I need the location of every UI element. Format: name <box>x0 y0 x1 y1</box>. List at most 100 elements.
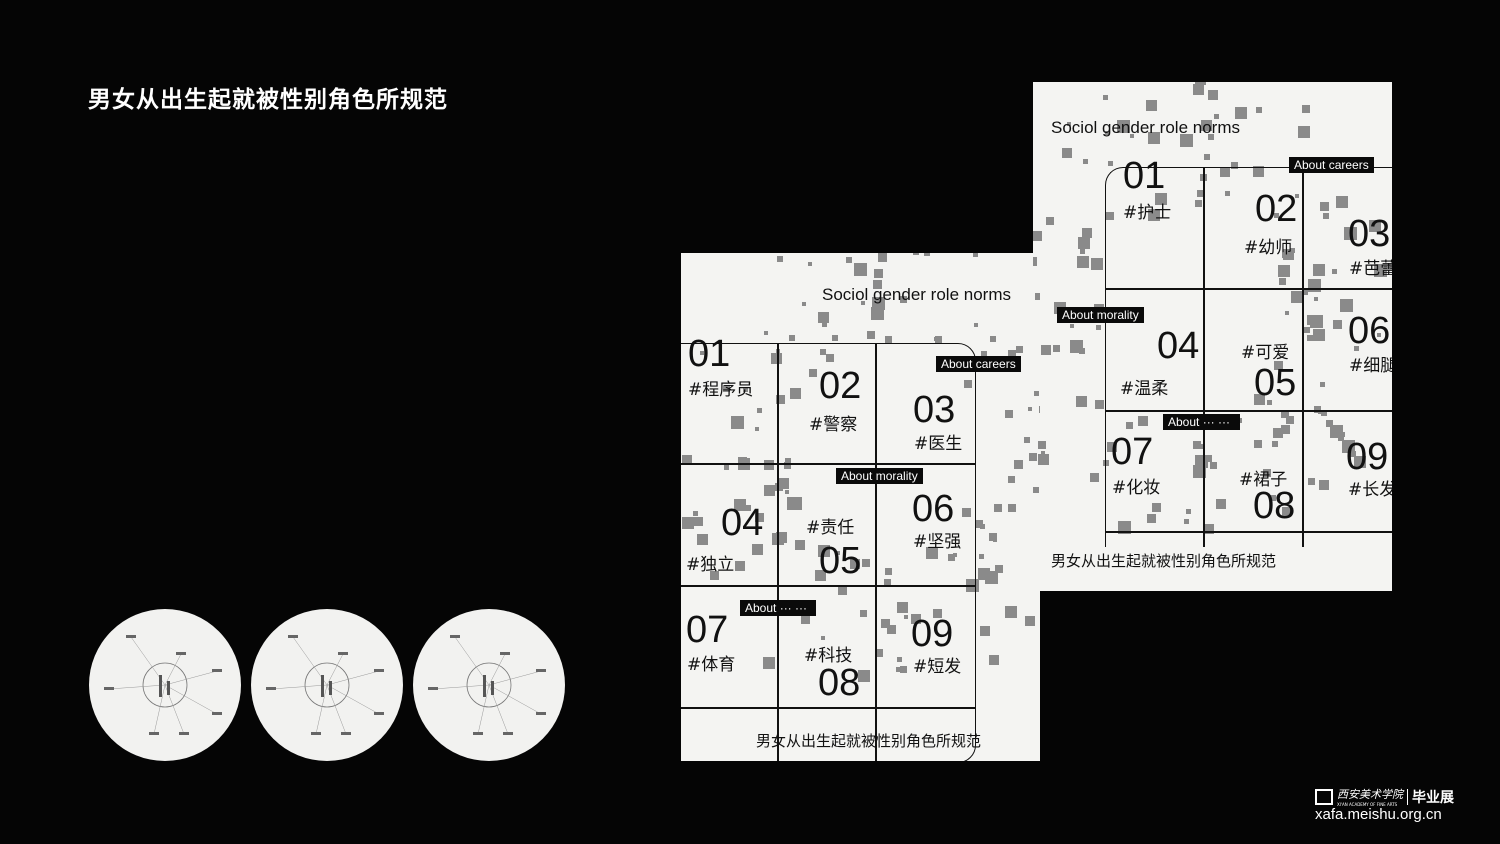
pixel-texture <box>835 550 840 555</box>
pixel-texture <box>1314 296 1319 301</box>
pixel-texture <box>1145 100 1157 112</box>
pixel-texture <box>745 505 752 512</box>
pixel-texture <box>783 461 791 469</box>
pixel-texture <box>1281 424 1291 434</box>
pixel-texture <box>1016 346 1024 354</box>
cell-number: 03 <box>913 389 956 431</box>
school-logo: 西安美术学院 XI'AN ACADEMY OF FINE ARTS 毕业展 xa… <box>1315 786 1454 823</box>
pixel-texture <box>884 568 892 576</box>
pixel-texture <box>1374 264 1388 278</box>
mindmap-icon <box>104 635 222 735</box>
pixel-texture <box>826 353 835 362</box>
cell-number: 02 <box>819 365 862 407</box>
pixel-texture <box>896 667 902 673</box>
pixel-texture <box>1308 478 1316 486</box>
pixel-texture <box>1032 486 1039 493</box>
norms-grid <box>1105 167 1392 547</box>
pixel-texture <box>1103 95 1109 101</box>
pixel-texture <box>910 613 921 624</box>
card-heading: Sociol gender role norms <box>822 285 1011 304</box>
pixel-texture <box>822 322 828 328</box>
cell-tag: #程序员 <box>688 380 754 400</box>
pixel-texture <box>1148 208 1161 221</box>
label-careers: About careers <box>936 356 1021 372</box>
pixel-texture <box>1285 416 1294 425</box>
pixel-texture <box>1253 165 1265 177</box>
pixel-texture <box>975 519 984 528</box>
pixel-texture <box>755 513 765 523</box>
pixel-texture <box>880 618 890 628</box>
pixel-texture <box>846 257 853 264</box>
pixel-texture <box>700 351 705 356</box>
pixel-texture <box>1107 442 1118 453</box>
pixel-texture <box>1061 147 1072 158</box>
cell-tag: #体育 <box>687 655 736 675</box>
pixel-texture <box>1343 226 1357 240</box>
pixel-texture <box>1004 409 1013 418</box>
cell-number: 09 <box>1346 436 1389 478</box>
pixel-texture <box>1291 290 1304 303</box>
pixel-texture <box>762 657 775 670</box>
pixel-texture <box>1103 460 1110 467</box>
pixel-texture <box>1041 345 1052 356</box>
cell-tag: #幼师 <box>1244 238 1293 258</box>
cell-tag: #科技 <box>804 646 853 666</box>
pixel-texture <box>1076 396 1088 407</box>
school-subtitle: XI'AN ACADEMY OF FINE ARTS <box>1337 802 1398 807</box>
pixel-texture <box>733 498 746 511</box>
pixel-texture <box>1278 278 1286 286</box>
pixel-texture <box>925 547 938 560</box>
pixel-texture <box>1342 440 1356 454</box>
pixel-texture <box>1320 202 1330 212</box>
pixel-texture <box>697 534 709 546</box>
pixel-texture <box>1284 310 1289 315</box>
pixel-texture <box>874 269 884 279</box>
pixel-texture <box>1262 469 1271 478</box>
pixel-texture <box>724 464 729 470</box>
pixel-texture <box>1310 315 1324 329</box>
pixel-texture <box>961 507 971 517</box>
pixel-texture <box>682 517 695 530</box>
pixel-texture <box>933 609 943 619</box>
pixel-texture <box>1023 436 1030 443</box>
pixel-texture <box>871 296 885 310</box>
mindmap-icon <box>266 635 384 735</box>
pixel-texture <box>795 539 806 550</box>
pixel-texture <box>1332 320 1342 330</box>
pixel-texture <box>770 353 782 365</box>
pixel-texture <box>1272 440 1279 447</box>
pixel-texture <box>886 624 896 634</box>
pixel-texture <box>978 568 991 581</box>
pixel-texture <box>1008 350 1017 359</box>
pixel-texture <box>1331 269 1337 275</box>
pixel-texture <box>1014 460 1024 470</box>
pixel-texture <box>849 558 860 569</box>
pixel-texture <box>737 456 747 466</box>
pixel-texture <box>1312 264 1325 276</box>
pixel-texture <box>788 496 802 510</box>
pixel-texture <box>1194 82 1206 85</box>
pixel-texture <box>1201 120 1213 132</box>
pixel-texture <box>1353 456 1366 469</box>
pixel-texture <box>1035 292 1040 300</box>
cell-tag: #护士 <box>1123 203 1172 223</box>
pixel-texture <box>1278 264 1291 277</box>
pixel-texture <box>756 407 762 413</box>
pixel-texture <box>838 586 848 596</box>
card-heading: Sociol gender role norms <box>1051 118 1240 137</box>
pixel-texture <box>981 350 988 357</box>
pixel-texture <box>1041 451 1046 456</box>
pixel-texture <box>1304 327 1311 334</box>
pixel-texture <box>1147 131 1160 144</box>
cell-number: 03 <box>1348 213 1391 255</box>
pixel-texture <box>785 490 790 495</box>
cell-number: 04 <box>1157 325 1200 367</box>
pixel-texture <box>821 635 826 640</box>
pixel-texture <box>1320 382 1326 388</box>
pixel-texture <box>1322 212 1329 219</box>
mindmap-thumbnail-2 <box>251 609 403 761</box>
pixel-texture <box>884 578 892 586</box>
pixel-texture <box>1338 435 1345 442</box>
pixel-texture <box>934 335 942 343</box>
pixel-texture <box>1213 114 1219 120</box>
